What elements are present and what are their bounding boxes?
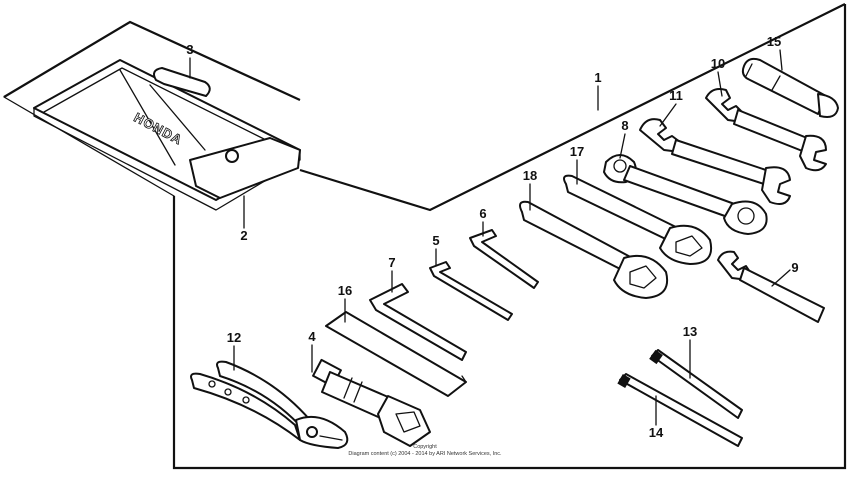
hex-key-small xyxy=(469,229,539,289)
frame-outline-pouch xyxy=(3,20,301,101)
leader-10 xyxy=(717,71,723,97)
pliers-hole xyxy=(208,380,216,388)
open-wrench-jaw-large xyxy=(799,134,827,172)
screwdriver-14 xyxy=(617,373,743,447)
pouch-flap xyxy=(189,137,301,199)
open-wrench-jaw-large xyxy=(761,166,791,205)
ring-wrench-end-large xyxy=(723,200,768,235)
wrench-band xyxy=(343,377,353,399)
handle-body xyxy=(741,57,827,115)
callout-18: 18 xyxy=(523,168,537,183)
box-wrench-hex-opening xyxy=(629,265,657,289)
frame-outline-lower xyxy=(172,4,847,470)
screwdriver-shaft xyxy=(651,349,743,419)
ring-wrench-hole xyxy=(737,207,755,225)
box-wrench-ring xyxy=(613,254,668,299)
extension-bar xyxy=(325,311,467,397)
open-wrench-9 xyxy=(717,250,825,323)
label-part-3 xyxy=(153,67,211,97)
pliers-jaw-teeth xyxy=(319,435,343,441)
callout-7: 7 xyxy=(388,255,395,270)
ring-wrench-hole xyxy=(613,159,627,173)
box-wrench-17 xyxy=(563,174,712,265)
hex-key-6 xyxy=(469,229,539,289)
screwdriver-handle xyxy=(741,57,839,118)
wrench-band xyxy=(353,381,363,403)
box-wrench-hex-opening xyxy=(675,235,703,257)
callout-15: 15 xyxy=(767,34,781,49)
handle-groove xyxy=(745,63,753,77)
copyright-line-2: Diagram content (c) 2004 - 2014 by ARI N… xyxy=(348,451,502,457)
callout-8: 8 xyxy=(621,118,628,133)
frame-outline-upper xyxy=(299,3,846,212)
tool-pouch: HONDA xyxy=(33,59,301,211)
leader-8 xyxy=(619,133,626,159)
open-wrench-11 xyxy=(639,118,791,205)
screwdriver-shaft xyxy=(619,373,743,447)
callout-14: 14 xyxy=(649,425,664,440)
socket-hex-end xyxy=(377,395,431,447)
ring-wrench-8 xyxy=(603,154,768,235)
callout-17: 17 xyxy=(570,144,584,159)
pliers-hole xyxy=(224,388,232,396)
hex-key-large xyxy=(369,283,467,361)
leader-9 xyxy=(771,269,791,287)
pouch-seam xyxy=(43,67,291,153)
open-wrench-handle xyxy=(733,109,813,155)
screwdriver-bit xyxy=(617,373,631,389)
callout-numbers: 1 2 3 4 5 6 7 8 9 10 11 12 13 14 15 16 1… xyxy=(186,34,798,440)
handle-groove xyxy=(771,75,781,91)
pliers-pivot xyxy=(306,426,318,438)
open-wrench-handle xyxy=(739,267,825,323)
frame-outline-left xyxy=(3,96,175,197)
leader-11 xyxy=(659,103,677,127)
pouch-snap-button xyxy=(225,149,239,163)
copyright-line-1: Copyright xyxy=(413,444,437,450)
label-sticker xyxy=(153,67,211,97)
callout-9: 9 xyxy=(791,260,798,275)
socket-hex-opening xyxy=(395,411,421,433)
box-wrench-ring xyxy=(659,224,712,265)
screwdriver-bit xyxy=(649,349,663,365)
pliers-jaw xyxy=(295,416,349,449)
leader-15 xyxy=(779,49,783,71)
callout-6: 6 xyxy=(479,206,486,221)
callout-16: 16 xyxy=(338,283,352,298)
pouch-crease-2 xyxy=(149,84,206,151)
callout-3: 3 xyxy=(186,42,193,57)
callout-10: 10 xyxy=(711,56,725,71)
screwdriver-13 xyxy=(649,349,743,419)
pliers xyxy=(190,360,349,449)
callout-4: 4 xyxy=(308,329,316,344)
callout-11: 11 xyxy=(669,88,683,103)
spark-plug-wrench xyxy=(312,358,431,447)
open-wrench-handle xyxy=(671,139,773,187)
callout-5: 5 xyxy=(432,233,439,248)
bar-end xyxy=(447,375,467,397)
leader-lines xyxy=(189,49,791,426)
open-wrench-10 xyxy=(705,88,827,172)
callout-13: 13 xyxy=(683,324,697,339)
pliers-handle-upper xyxy=(216,360,311,431)
hex-key-5 xyxy=(429,261,513,321)
callout-12: 12 xyxy=(227,330,241,345)
callout-1: 1 xyxy=(594,70,601,85)
pliers-hole xyxy=(242,396,250,404)
hex-key-medium xyxy=(429,261,513,321)
box-wrench-18 xyxy=(519,200,668,299)
handle-tip xyxy=(817,93,839,118)
copyright-notice: Copyright Diagram content (c) 2004 - 201… xyxy=(348,444,502,457)
assembly-frame xyxy=(3,3,847,470)
callout-2: 2 xyxy=(240,228,247,243)
pouch-crease-1 xyxy=(119,69,176,166)
hex-key-7 xyxy=(369,283,467,361)
pliers-handle-lower xyxy=(190,372,301,441)
